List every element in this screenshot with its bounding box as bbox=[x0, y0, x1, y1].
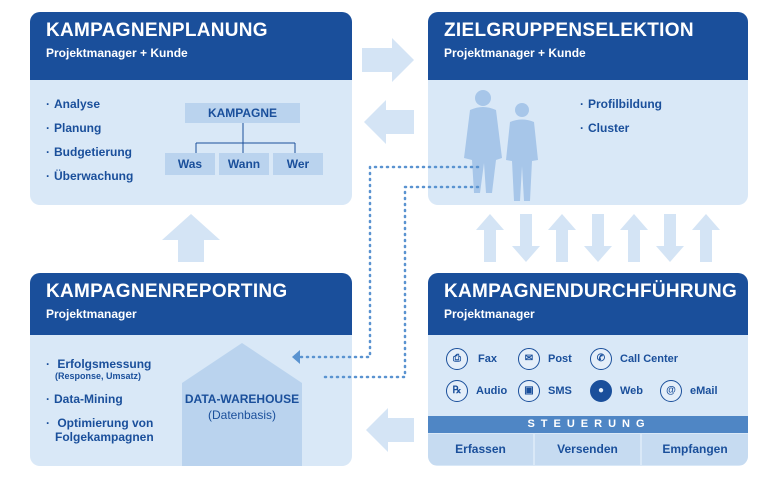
planung-bullet: Analyse bbox=[46, 97, 133, 111]
kampagnenreporting-title: KAMPAGNENREPORTING bbox=[46, 281, 288, 302]
reporting-bullet-text: Optimierung von bbox=[57, 416, 154, 430]
dotted-arrowhead-icon bbox=[292, 350, 300, 364]
kampagnendurchfuehrung-header: KAMPAGNENDURCHFÜHRUNG Projektmanager bbox=[428, 273, 748, 335]
zielgruppenselektion-panel: ZIELGRUPPENSELEKTION Projektmanager + Ku… bbox=[428, 12, 748, 205]
planung-bullet-list: Analyse Planung Budgetierung Überwachung bbox=[46, 97, 133, 193]
kampagnenreporting-subtitle: Projektmanager bbox=[46, 307, 137, 321]
channel-label-sms: SMS bbox=[548, 385, 572, 397]
arrow-up-icon bbox=[620, 214, 648, 262]
kampagne-wer-box: Wer bbox=[273, 153, 323, 175]
kampagnenplanung-header: KAMPAGNENPLANUNG Projektmanager + Kunde bbox=[30, 12, 352, 80]
kampagnenreporting-panel: KAMPAGNENREPORTING Projektmanager Erfolg… bbox=[30, 273, 352, 466]
phone-icon: ✆ bbox=[590, 348, 612, 370]
reporting-bullet-note: (Response, Umsatz) bbox=[55, 371, 142, 381]
dotted-connector bbox=[298, 165, 480, 359]
kampagnenplanung-panel: KAMPAGNENPLANUNG Projektmanager + Kunde … bbox=[30, 12, 352, 205]
selektion-bullet: Profilbildung bbox=[580, 97, 662, 111]
globe-icon: ● bbox=[590, 380, 612, 402]
kampagnenreporting-header: KAMPAGNENREPORTING Projektmanager bbox=[30, 273, 352, 335]
action-empfangen: Empfangen bbox=[642, 434, 748, 465]
reporting-bullet: Erfolgsmessung (Response, Umsatz) bbox=[46, 357, 154, 382]
steuerung-section: STEUERUNG Erfassen Versenden Empfangen bbox=[428, 416, 748, 466]
kampagne-box: KAMPAGNE bbox=[185, 103, 300, 123]
arrow-up-icon bbox=[162, 214, 220, 262]
fax-icon: ⎙ bbox=[446, 348, 468, 370]
kampagne-wann-box: Wann bbox=[219, 153, 269, 175]
kampagnendurchfuehrung-subtitle: Projektmanager bbox=[444, 307, 535, 321]
zielgruppenselektion-header: ZIELGRUPPENSELEKTION Projektmanager + Ku… bbox=[428, 12, 748, 80]
channel-label-audio: Audio bbox=[476, 385, 508, 397]
arrow-up-icon bbox=[476, 214, 504, 262]
data-warehouse-house-icon bbox=[182, 343, 302, 466]
planung-bullet: Budgetierung bbox=[46, 145, 133, 159]
steuerung-bar: STEUERUNG bbox=[428, 416, 748, 433]
channel-label-post: Post bbox=[548, 353, 572, 365]
kampagnenplanung-subtitle: Projektmanager + Kunde bbox=[46, 46, 188, 60]
reporting-bullet-list: Erfolgsmessung (Response, Umsatz) Data-M… bbox=[46, 357, 154, 454]
data-warehouse-label: DATA-WAREHOUSE (Datenbasis) bbox=[182, 391, 302, 423]
action-versenden: Versenden bbox=[535, 434, 640, 465]
arrow-down-icon bbox=[512, 214, 540, 262]
mobile-phone-icon: ▣ bbox=[518, 380, 540, 402]
arrow-left-icon bbox=[364, 100, 414, 144]
arrow-right-icon bbox=[362, 38, 414, 82]
selektion-bullet: Cluster bbox=[580, 121, 662, 135]
arrow-down-icon bbox=[584, 214, 612, 262]
channel-label-email: eMail bbox=[690, 385, 718, 397]
channel-label-web: Web bbox=[620, 385, 644, 397]
data-warehouse-subtitle: (Datenbasis) bbox=[207, 408, 277, 422]
zielgruppenselektion-title: ZIELGRUPPENSELEKTION bbox=[444, 20, 694, 41]
planung-bullet: Überwachung bbox=[46, 169, 133, 183]
kampagnenplanung-title: KAMPAGNENPLANUNG bbox=[46, 20, 268, 41]
arrow-up-icon bbox=[692, 214, 720, 262]
kampagnendurchfuehrung-title: KAMPAGNENDURCHFÜHRUNG bbox=[444, 281, 738, 302]
dotted-connector bbox=[318, 185, 480, 379]
kampagne-was-box: Was bbox=[165, 153, 215, 175]
channel-label-fax: Fax bbox=[478, 353, 497, 365]
arrow-left-icon bbox=[366, 408, 414, 452]
data-warehouse-title: DATA-WAREHOUSE bbox=[184, 392, 300, 406]
reporting-bullet-text-cont: Folgekampagnen bbox=[55, 430, 154, 444]
selektion-bullet-list: Profilbildung Cluster bbox=[580, 97, 662, 145]
zielgruppenselektion-subtitle: Projektmanager + Kunde bbox=[444, 46, 586, 60]
reporting-bullet: Optimierung von Folgekampagnen bbox=[46, 416, 154, 444]
planung-bullet: Planung bbox=[46, 121, 133, 135]
action-erfassen: Erfassen bbox=[428, 434, 533, 465]
envelope-icon: ✉ bbox=[518, 348, 540, 370]
arrow-up-icon bbox=[548, 214, 576, 262]
reporting-bullet-text: Erfolgsmessung bbox=[57, 357, 152, 371]
kampagne-tree-lines bbox=[195, 123, 296, 153]
at-sign-icon: @ bbox=[660, 380, 682, 402]
channel-label-callcenter: Call Center bbox=[620, 353, 679, 365]
arrow-down-icon bbox=[656, 214, 684, 262]
reporting-bullet: Data-Mining bbox=[46, 392, 154, 406]
kampagnendurchfuehrung-panel: KAMPAGNENDURCHFÜHRUNG Projektmanager ⎙ F… bbox=[428, 273, 748, 466]
ear-icon: ℞ bbox=[446, 380, 468, 402]
people-silhouette-icon bbox=[464, 90, 538, 201]
